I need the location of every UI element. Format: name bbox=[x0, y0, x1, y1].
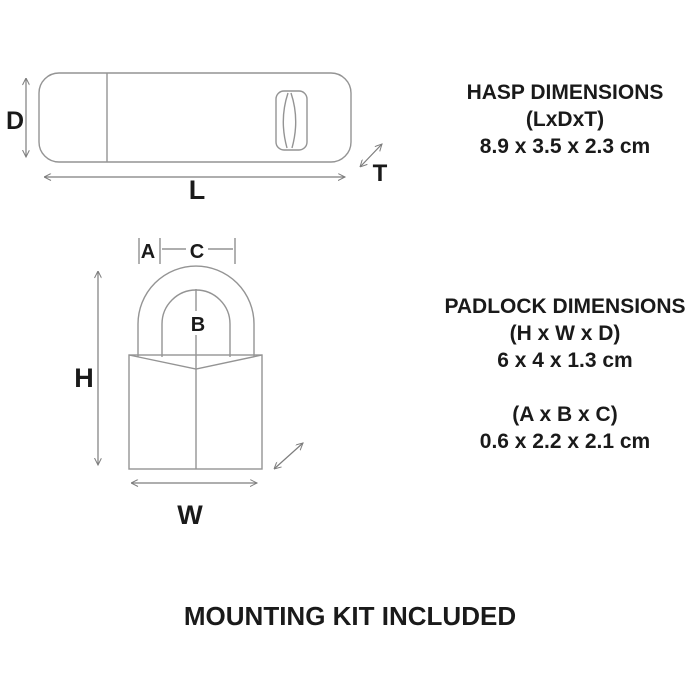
hasp-info-formula: (LxDxT) bbox=[525, 108, 605, 131]
padlock-body-outline bbox=[128, 354, 263, 470]
padlock-h-label: H bbox=[74, 363, 94, 393]
hasp-drawing: D L T bbox=[6, 72, 388, 205]
padlock-info-title: PADLOCK DIMENSIONS bbox=[444, 295, 686, 318]
padlock-c-label: C bbox=[190, 241, 204, 263]
padlock-a-label: A bbox=[141, 241, 155, 263]
hasp-t-label: T bbox=[373, 160, 388, 187]
hasp-body-outline bbox=[38, 72, 352, 163]
padlock-info-spacer bbox=[425, 374, 700, 401]
padlock-shackle-outer bbox=[137, 265, 255, 357]
hasp-d-label: D bbox=[6, 107, 24, 135]
hasp-info-value: 8.9 x 3.5 x 2.3 cm bbox=[479, 135, 651, 158]
padlock-info-value-hwd: 6 x 4 x 1.3 cm bbox=[497, 349, 633, 372]
padlock-depth-arrow bbox=[274, 443, 303, 469]
hasp-t-arrow bbox=[360, 144, 382, 167]
padlock-drawing: A C B H W bbox=[74, 238, 303, 530]
padlock-b-label: B bbox=[191, 314, 205, 336]
hasp-l-label: L bbox=[189, 175, 206, 205]
hasp-eyelet-outline bbox=[275, 90, 308, 151]
padlock-info-formula-hwd: (H x W x D) bbox=[509, 322, 621, 345]
hasp-eyelet-slot bbox=[282, 92, 297, 149]
padlock-info-formula-abc: (A x B x C) bbox=[512, 403, 618, 426]
hasp-info-title: HASP DIMENSIONS bbox=[466, 81, 664, 104]
hasp-info-block: HASP DIMENSIONS (LxDxT) 8.9 x 3.5 x 2.3 … bbox=[425, 79, 700, 160]
padlock-info-block: PADLOCK DIMENSIONS (H x W x D) 6 x 4 x 1… bbox=[425, 293, 700, 455]
mounting-kit-note: MOUNTING KIT INCLUDED bbox=[183, 601, 517, 631]
padlock-w-label: W bbox=[177, 500, 203, 530]
padlock-info-value-abc: 0.6 x 2.2 x 2.1 cm bbox=[479, 430, 651, 453]
padlock-body-bevel bbox=[128, 354, 263, 370]
